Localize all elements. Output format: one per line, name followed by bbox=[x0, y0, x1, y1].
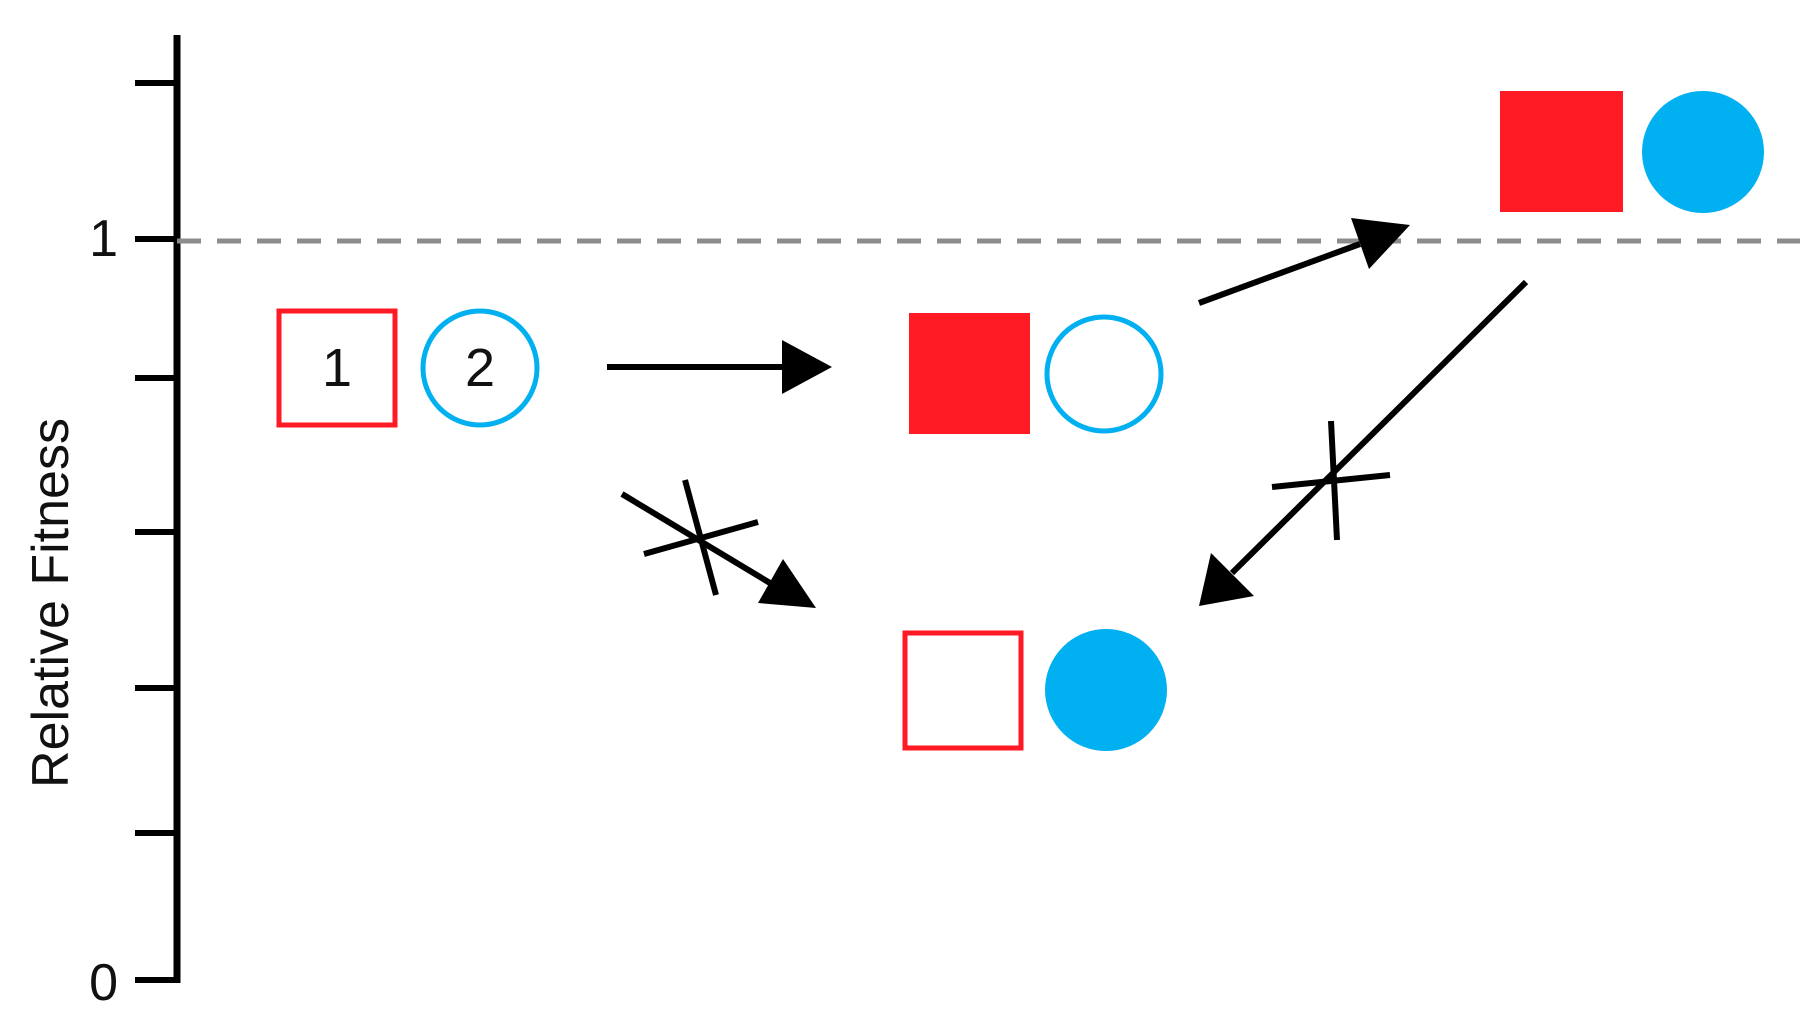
transition-ancestral-to-mutation-1 bbox=[607, 340, 832, 394]
block-mark-stroke bbox=[1271, 472, 1391, 490]
locus-2-mutated-circle bbox=[1045, 629, 1167, 751]
locus-1-label: 1 bbox=[322, 338, 352, 398]
block-mark-stroke bbox=[643, 519, 759, 557]
locus-2-unmutated-circle bbox=[1044, 314, 1164, 434]
arrowhead bbox=[1351, 218, 1410, 269]
locus-1-mutated-square bbox=[909, 313, 1030, 434]
locus-1-unmutated-square bbox=[276, 308, 398, 428]
tick-label-one: 1 bbox=[89, 210, 118, 268]
axis-title: Relative Fitness bbox=[22, 418, 80, 788]
locus-2-mutated-circle bbox=[1642, 91, 1764, 213]
genotype-mutation-1-only bbox=[909, 313, 1164, 434]
fitness-axis: 1 0 Relative Fitness bbox=[22, 35, 181, 1012]
arrowhead bbox=[758, 559, 816, 608]
transition-double-mutant-to-mutation-2-blocked bbox=[1199, 279, 1529, 606]
locus-1-unmutated-square bbox=[902, 630, 1024, 751]
locus-1-mutated-square bbox=[1500, 91, 1623, 212]
transition-ancestral-to-mutation-2-blocked bbox=[620, 479, 816, 608]
transition-mutation-1-to-double-mutant bbox=[1197, 218, 1410, 306]
locus-2-label: 2 bbox=[465, 338, 495, 398]
arrow-shaft bbox=[1229, 279, 1529, 576]
arrowhead bbox=[782, 340, 832, 394]
genotype-double-mutant bbox=[1500, 91, 1764, 213]
tick-label-zero: 0 bbox=[89, 954, 118, 1012]
genotype-ancestral: 1 2 bbox=[276, 308, 540, 428]
arrow-shaft bbox=[1197, 241, 1362, 306]
arrowhead bbox=[1199, 553, 1254, 606]
locus-2-unmutated-circle bbox=[420, 308, 540, 428]
genotype-mutation-2-only bbox=[902, 629, 1167, 751]
